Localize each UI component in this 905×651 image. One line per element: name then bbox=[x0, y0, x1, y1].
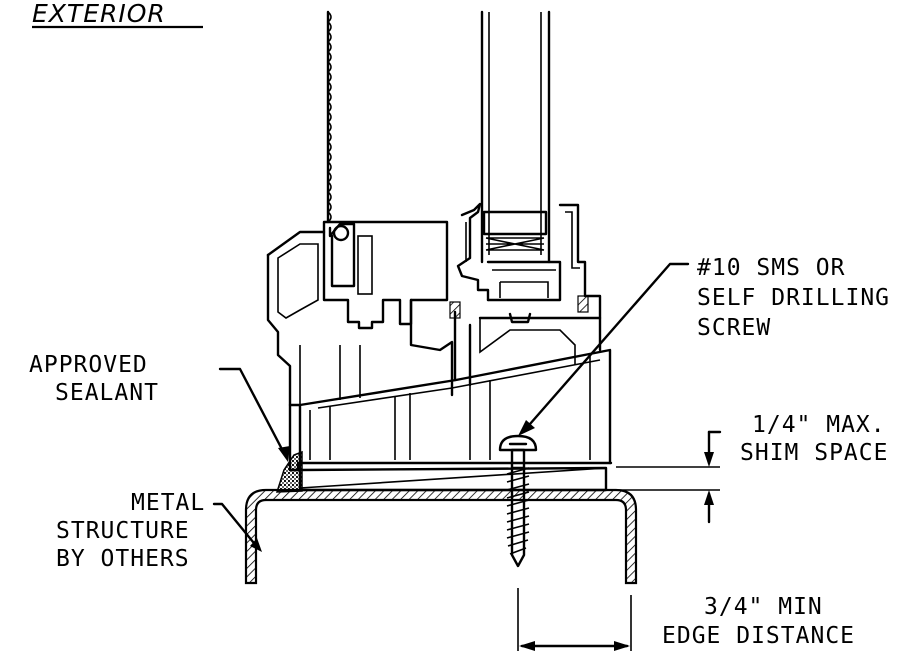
screw bbox=[498, 434, 538, 568]
screw-label-line1: #10 SMS OR bbox=[697, 255, 845, 281]
metal-label-line2: STRUCTURE bbox=[56, 518, 190, 544]
exterior-glazing-seal bbox=[326, 10, 332, 224]
metal-label-line1: METAL bbox=[131, 490, 205, 516]
shim-dimension bbox=[616, 430, 722, 524]
shim bbox=[298, 466, 608, 492]
window-frame-profile bbox=[266, 203, 613, 472]
screw-leader bbox=[518, 262, 690, 436]
exterior-title: EXTERIOR bbox=[32, 0, 203, 29]
screw-label-line2: SELF DRILLING bbox=[697, 285, 890, 311]
metal-structure-leader bbox=[212, 502, 262, 552]
edge-distance-dimension bbox=[517, 588, 632, 651]
exterior-title-text: EXTERIOR bbox=[32, 0, 166, 28]
sealant-leader bbox=[218, 367, 290, 462]
screw-label-line3: SCREW bbox=[697, 315, 771, 341]
shim-label-line1: 1/4" MAX. bbox=[752, 412, 886, 438]
glazing-bead bbox=[449, 202, 589, 324]
edge-label-line2: EDGE DISTANCE bbox=[662, 623, 855, 649]
edge-label-line1: 3/4" MIN bbox=[704, 594, 823, 620]
shim-label-line2: SHIM SPACE bbox=[740, 440, 888, 466]
insulated-glass-unit bbox=[480, 10, 551, 264]
sealant-label-line2: SEALANT bbox=[55, 380, 159, 406]
metal-structure-channel bbox=[244, 488, 638, 585]
metal-label-line3: BY OTHERS bbox=[56, 546, 190, 572]
sealant-label-line1: APPROVED bbox=[29, 352, 148, 378]
